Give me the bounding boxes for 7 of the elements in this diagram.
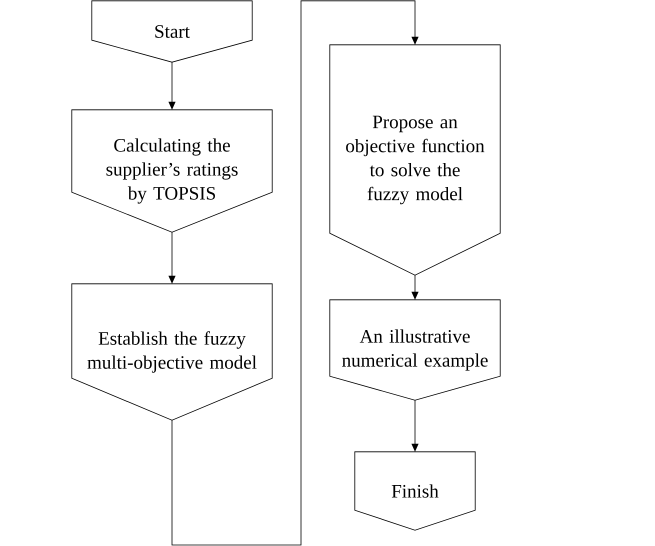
process-box: Establish the fuzzy multi-objective model bbox=[71, 283, 273, 421]
process-box: Calculating the supplier’s ratings by TOPSIS bbox=[71, 109, 273, 233]
process-box: An illustrative numerical example bbox=[329, 299, 501, 401]
process-box: Finish bbox=[354, 451, 476, 531]
process-box: Start bbox=[91, 0, 253, 63]
process-box: Propose an objective function to solve the fuzzy model bbox=[329, 44, 501, 276]
arrow bbox=[172, 0, 419, 546]
